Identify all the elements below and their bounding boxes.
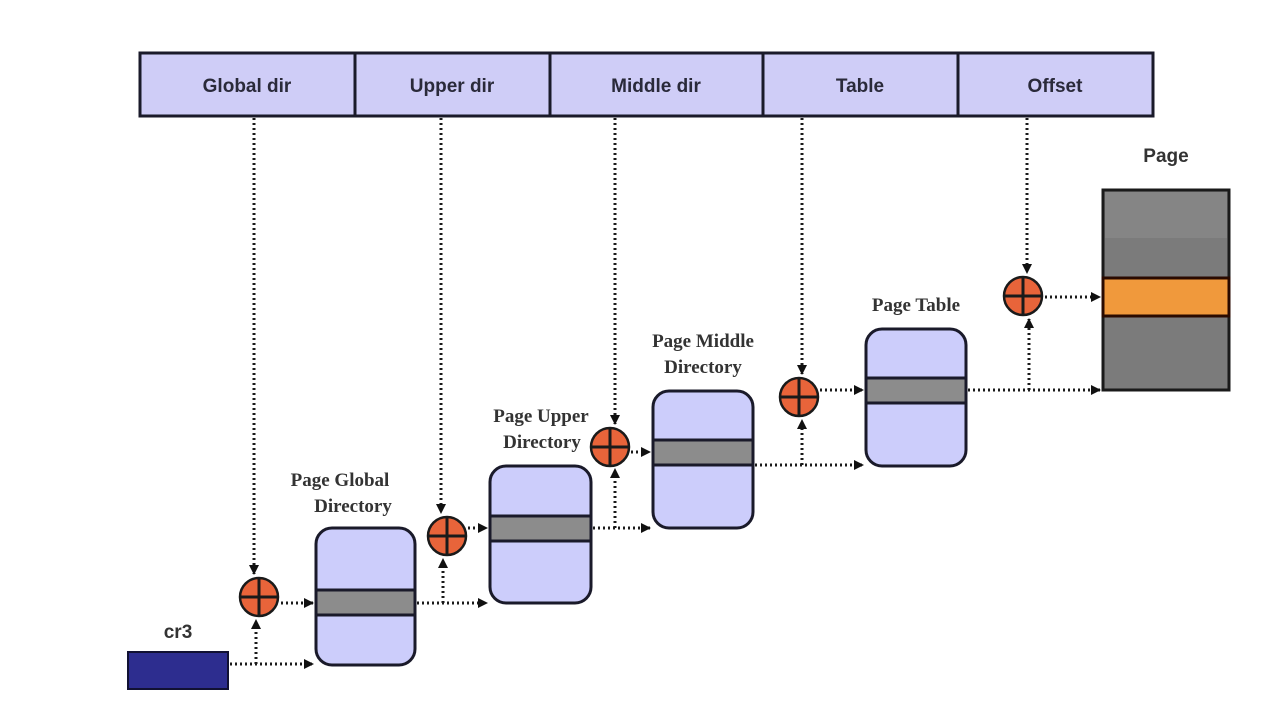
page-frame: Page — [1101, 146, 1231, 392]
cr3-box — [127, 651, 229, 690]
page-middle-directory: Page Middle Directory — [651, 331, 755, 530]
cr3-register: cr3 — [127, 622, 229, 690]
pmd-label-line2: Directory — [664, 357, 742, 378]
page-table: Page Table — [864, 295, 968, 468]
base-arrows — [230, 292, 1101, 669]
linear-address-bar: Global dir Upper dir Middle dir Table Of… — [138, 51, 1155, 118]
adder-4-circled-plus-icon — [778, 376, 820, 418]
page-global-directory: Page Global Directory — [291, 470, 417, 667]
page-label: Page — [1143, 146, 1188, 167]
field-middle-dir — [548, 51, 765, 118]
page-entry — [1101, 276, 1231, 318]
pt-entry — [864, 376, 968, 405]
field-global-dir — [138, 51, 357, 118]
pud-entry — [488, 514, 593, 543]
page-upper-directory: Page Upper Directory — [488, 406, 593, 605]
pud-label-line2: Directory — [503, 432, 581, 453]
pt-label: Page Table — [872, 295, 960, 316]
adder-3-circled-plus-icon — [589, 426, 631, 468]
field-label-table: Table — [836, 76, 884, 97]
pud-label-line1: Page Upper — [493, 406, 589, 427]
page-top-shade — [1105, 192, 1227, 238]
adder-5-circled-plus-icon — [1002, 275, 1044, 317]
pgd-entry — [314, 588, 417, 617]
index-arrows — [249, 118, 1032, 575]
field-label-offset: Offset — [1028, 76, 1084, 97]
field-label-upper-dir: Upper dir — [410, 76, 495, 97]
cut-off-subtitle-strip — [60, 716, 1220, 726]
cr3-label: cr3 — [164, 622, 193, 643]
field-upper-dir — [353, 51, 552, 118]
pgd-label-line1: Page Global — [291, 470, 390, 491]
pmd-label-line1: Page Middle — [652, 331, 754, 352]
field-label-global-dir: Global dir — [203, 76, 292, 97]
pgd-label-line2: Directory — [314, 496, 392, 517]
adder-1-circled-plus-icon — [238, 576, 280, 618]
field-label-middle-dir: Middle dir — [611, 76, 701, 97]
pmd-entry — [651, 438, 755, 467]
adders — [238, 275, 1044, 618]
field-offset — [956, 51, 1155, 118]
adder-2-circled-plus-icon — [426, 515, 468, 557]
